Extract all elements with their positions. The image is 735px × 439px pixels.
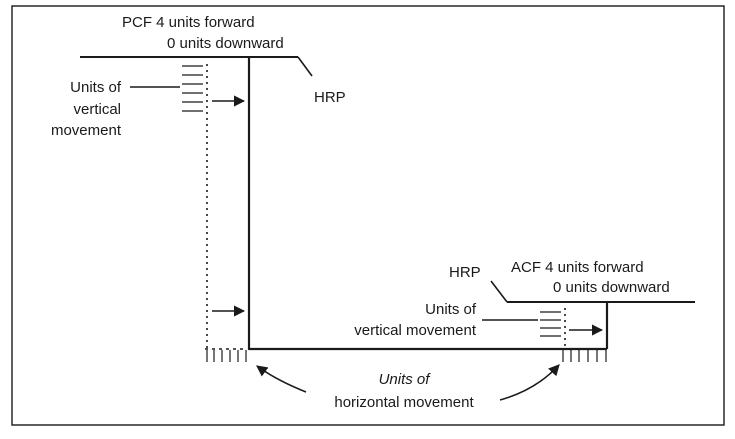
pcf-label-line2: 0 units downward (167, 35, 284, 52)
pcf-vertical-label-line1: Units of (70, 79, 122, 96)
horizontal-label-line2: horizontal movement (334, 394, 474, 411)
acf-vertical-label-line1: Units of (425, 301, 477, 318)
pcf-label-line1: PCF 4 units forward (122, 14, 255, 31)
acf-horizontal-ticks (562, 350, 607, 362)
acf-vertical-label-line2: vertical movement (354, 322, 477, 339)
pcf-horizontal-ticks (205, 348, 247, 362)
pcf-vertical-ticks (182, 65, 203, 112)
acf-hrp-label: HRP (449, 264, 481, 281)
acf-hrp-leader (490, 280, 508, 303)
pcf-hrp-leader (297, 56, 313, 77)
pcf-hrp-label: HRP (314, 89, 346, 106)
pcf-vertical-label-line3: movement (51, 122, 122, 139)
acf-vertical-ticks (540, 311, 561, 337)
figure-border (11, 5, 725, 426)
acf-label-line2: 0 units downward (553, 279, 670, 296)
pcf-vertical-label-line2: vertical (73, 101, 121, 118)
horizontal-label-left-arrow (256, 365, 307, 393)
acf-label-line1: ACF 4 units forward (511, 259, 644, 276)
horizontal-label-right-arrow (499, 364, 560, 401)
horizontal-label-line1: Units of (379, 371, 432, 388)
